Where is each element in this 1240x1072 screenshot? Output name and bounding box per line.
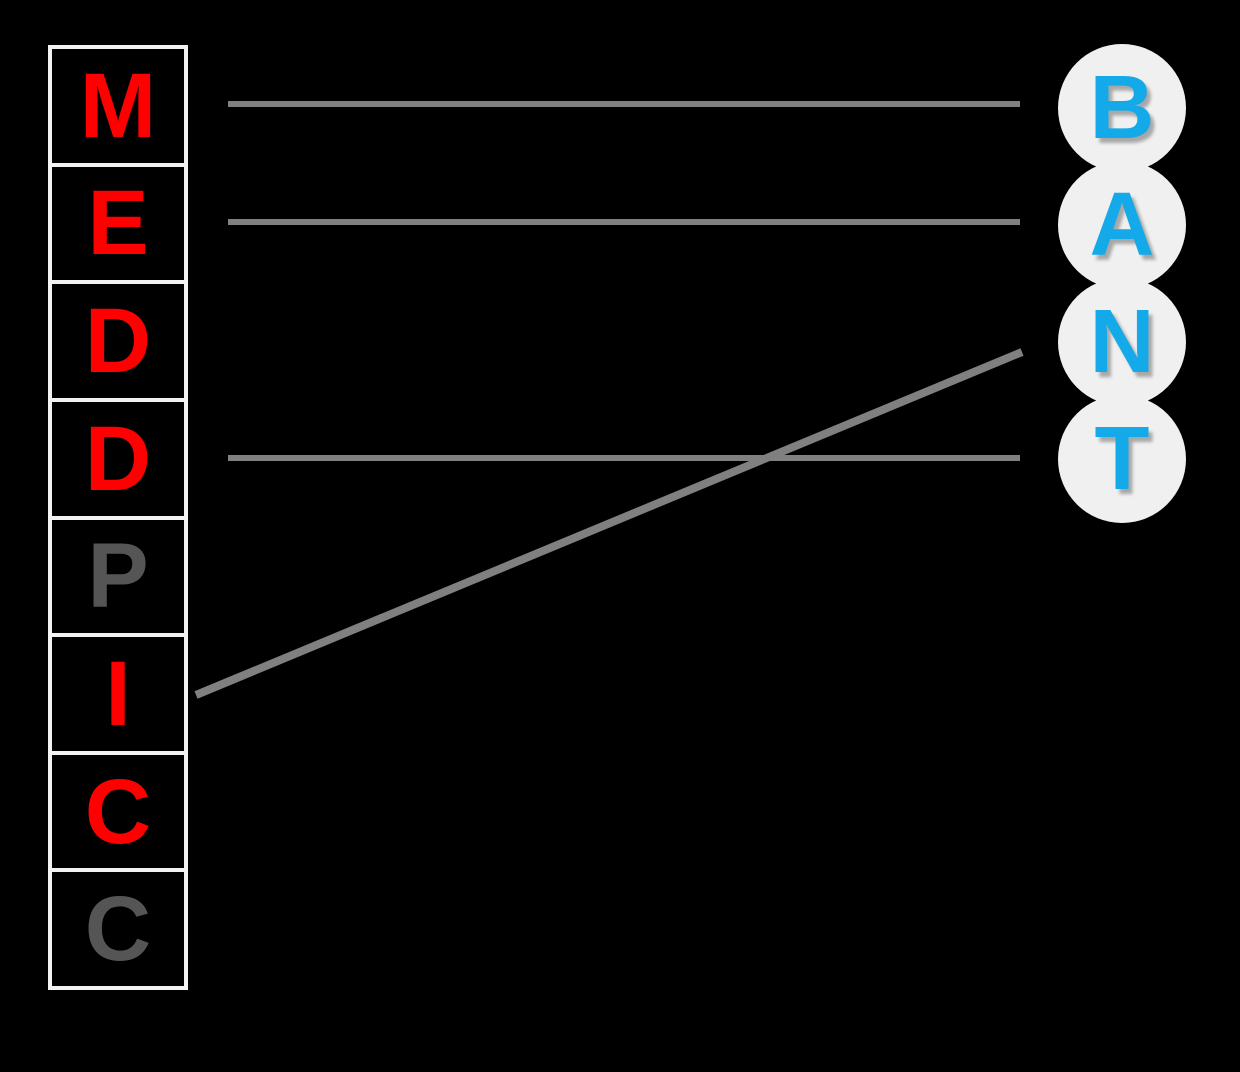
meddpicc-cell-p[interactable]: P — [52, 519, 184, 638]
meddpicc-cell-i[interactable]: I — [52, 637, 184, 755]
meddpicc-cell-c2[interactable]: C — [52, 872, 184, 986]
meddpicc-letter: P — [87, 525, 149, 628]
meddpicc-letter: E — [87, 172, 149, 275]
meddpicc-letter: I — [105, 642, 131, 745]
bant-stack: B A N T — [1058, 44, 1186, 523]
meddpicc-cell-m[interactable]: M — [52, 49, 184, 167]
bant-letter: A — [1089, 175, 1155, 275]
meddpicc-letter: C — [84, 760, 152, 863]
bant-circle-t[interactable]: T — [1058, 395, 1186, 523]
bant-circle-n[interactable]: N — [1058, 278, 1186, 406]
bant-circle-a[interactable]: A — [1058, 161, 1186, 289]
meddpicc-table: M E D D P I C C — [48, 45, 188, 990]
meddpicc-cell-c1[interactable]: C — [52, 754, 184, 873]
meddpicc-letter: D — [84, 407, 152, 510]
meddpicc-letter: D — [84, 290, 152, 393]
connector-line-i-to-n — [194, 348, 1024, 699]
meddpicc-letter: M — [79, 54, 157, 157]
bant-letter: B — [1089, 58, 1155, 158]
meddpicc-letter: C — [84, 878, 152, 981]
meddpicc-cell-d1[interactable]: D — [52, 284, 184, 402]
meddpicc-cell-e[interactable]: E — [52, 166, 184, 285]
bant-letter: N — [1089, 292, 1155, 392]
bant-circle-b[interactable]: B — [1058, 44, 1186, 172]
bant-letter: T — [1094, 409, 1150, 509]
meddpicc-cell-d2[interactable]: D — [52, 401, 184, 520]
